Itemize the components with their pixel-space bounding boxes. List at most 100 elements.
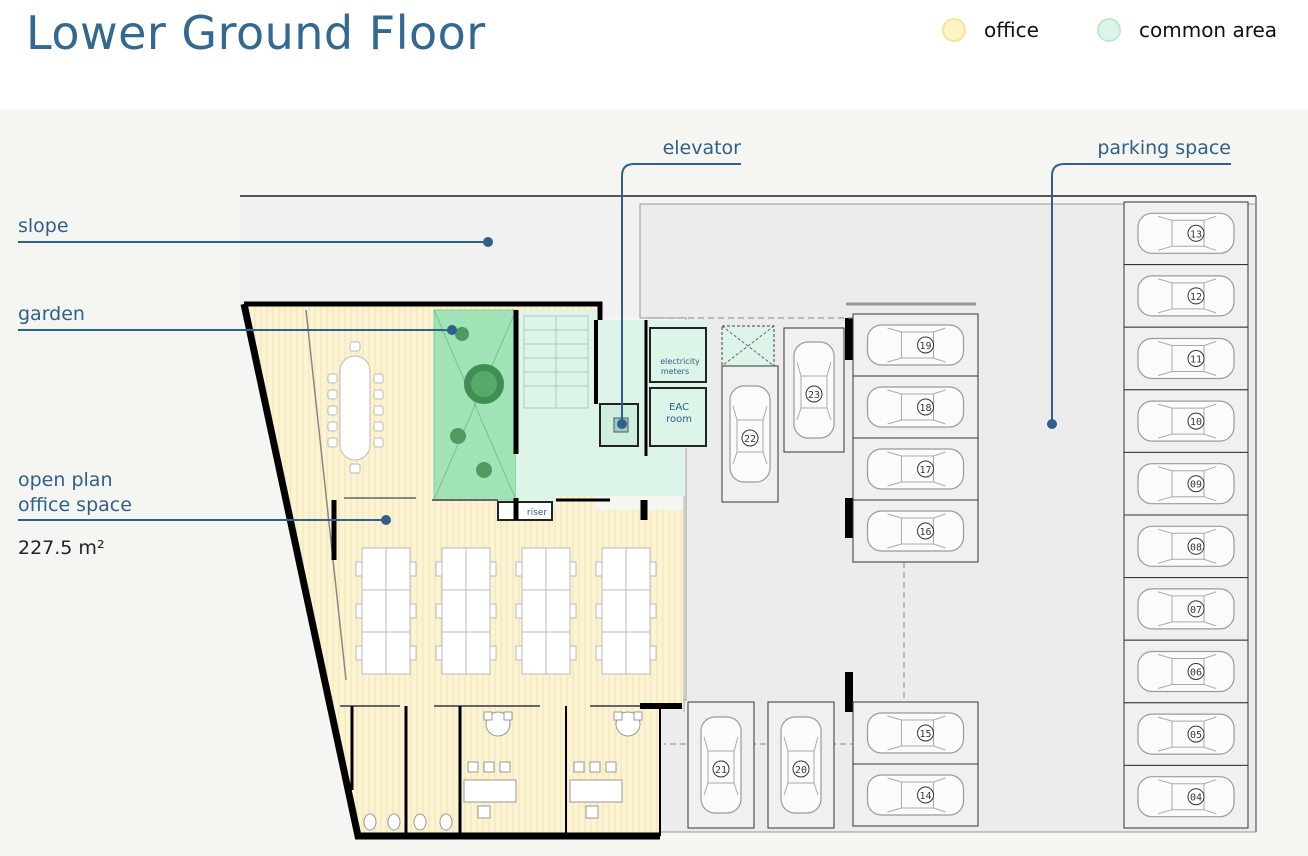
parking-bay: 06 (1123, 639, 1249, 704)
eac-label-line2: room (666, 414, 692, 425)
riser-label: riser (527, 508, 547, 518)
eac-label-line1: EAC (669, 402, 689, 413)
legend-common-area: common area (1097, 18, 1277, 42)
desk-cluster (435, 547, 497, 675)
parking-bay: 07 (1123, 577, 1249, 641)
parking-bay: 08 (1123, 514, 1249, 579)
spot-number-badge (917, 522, 934, 540)
spot-number-badge (917, 398, 934, 416)
spot-number-badge (917, 724, 934, 742)
spot-number: 06 (1190, 668, 1202, 679)
desk-cluster (515, 547, 577, 675)
car-icon (1137, 525, 1235, 567)
slope-label: slope (18, 215, 69, 237)
spot-number-badge (1187, 725, 1205, 743)
spot-number-badge (1187, 224, 1205, 242)
spot-number-badge (1187, 600, 1205, 618)
stairs (523, 315, 589, 409)
spot-number-badge (917, 460, 934, 478)
spot-number: 13 (1190, 229, 1202, 240)
car-icon (1137, 713, 1235, 755)
shrub-icon (450, 428, 466, 444)
spot-number-badge (741, 429, 759, 447)
spot-number: 05 (1190, 730, 1202, 741)
spot-number-badge (1187, 287, 1205, 305)
spot-number: 11 (1190, 355, 1202, 366)
small-offices (363, 711, 643, 831)
spot-number: 04 (1190, 793, 1202, 804)
spot-number: 15 (919, 729, 931, 740)
legend-common-area-label: common area (1139, 18, 1278, 42)
car-icon (866, 448, 965, 490)
spot-number: 19 (919, 341, 931, 352)
parking-bay: 09 (1123, 451, 1249, 516)
spot-number: 14 (919, 791, 931, 802)
spot-number: 18 (919, 403, 931, 414)
parking-bay: 20 (767, 701, 835, 829)
car-icon (1137, 400, 1235, 442)
parking-bay: 22 (721, 365, 779, 503)
desk-cluster (595, 547, 657, 675)
parking-bay: 23 (783, 327, 845, 453)
car-icon (1137, 650, 1235, 693)
garden-label: garden (18, 303, 85, 325)
parking-bay: 14 (852, 763, 979, 827)
car-icon (1137, 463, 1235, 505)
spot-number-badge (1187, 537, 1205, 555)
spot-number: 10 (1190, 417, 1202, 428)
parking-bay: 13 (1123, 201, 1249, 266)
spot-number: 22 (744, 434, 756, 445)
car-icon (1137, 275, 1235, 317)
parking-bay: 21 (687, 701, 755, 829)
elevator-label: elevator (663, 137, 742, 159)
office-area-value: 227.5 m² (18, 537, 105, 559)
meters-label-line1: electricity (660, 357, 700, 366)
eac-room (649, 387, 707, 447)
car-icon (1137, 337, 1235, 380)
spot-number-badge (805, 385, 823, 403)
riser-room (497, 501, 553, 521)
parking-bay: 19 (852, 313, 979, 377)
parking-bay: 11 (1123, 326, 1249, 391)
office-swatch (942, 18, 966, 42)
parking-bay: 17 (852, 437, 979, 501)
car-icon (1137, 588, 1235, 630)
meters-label-line2: meters (661, 367, 689, 376)
car-icon (866, 324, 965, 366)
spot-number-badge (1187, 412, 1205, 430)
spot-number: 12 (1190, 292, 1202, 303)
office-label-line2: office space (18, 494, 132, 516)
annotation-dots (381, 237, 1057, 525)
spot-number-badge (1187, 350, 1205, 367)
car-icon (866, 774, 965, 816)
car-icon (866, 510, 965, 552)
spot-number: 09 (1190, 480, 1202, 491)
legend-office-label: office (984, 18, 1039, 42)
car-icon (1137, 776, 1235, 818)
legend-office: office (942, 18, 1039, 42)
spot-number: 20 (795, 765, 807, 776)
office-walls (240, 301, 685, 840)
parking-walls (845, 318, 853, 712)
parking-bay: 18 (852, 375, 979, 439)
parking-space-label: parking space (1097, 137, 1231, 159)
page-title: Lower Ground Floor (26, 6, 486, 60)
parking-bay: 15 (852, 701, 979, 765)
spot-number-badge (917, 786, 934, 804)
spot-number: 17 (919, 465, 931, 476)
parking-bay: 10 (1123, 389, 1249, 453)
common-area-swatch (1097, 18, 1121, 42)
spot-number-badge (792, 760, 810, 778)
spot-number-badge (1187, 788, 1205, 806)
spot-number-badge (1187, 663, 1205, 680)
spot-number: 08 (1190, 542, 1202, 553)
meeting-table (327, 341, 384, 474)
spot-number: 23 (808, 390, 820, 401)
spot-number: 07 (1190, 605, 1202, 616)
spot-number: 21 (715, 765, 727, 776)
office-label-line1: open plan (18, 469, 112, 491)
spot-number: 16 (919, 527, 931, 538)
car-icon (1137, 212, 1235, 254)
electricity-meters-room (649, 327, 707, 383)
